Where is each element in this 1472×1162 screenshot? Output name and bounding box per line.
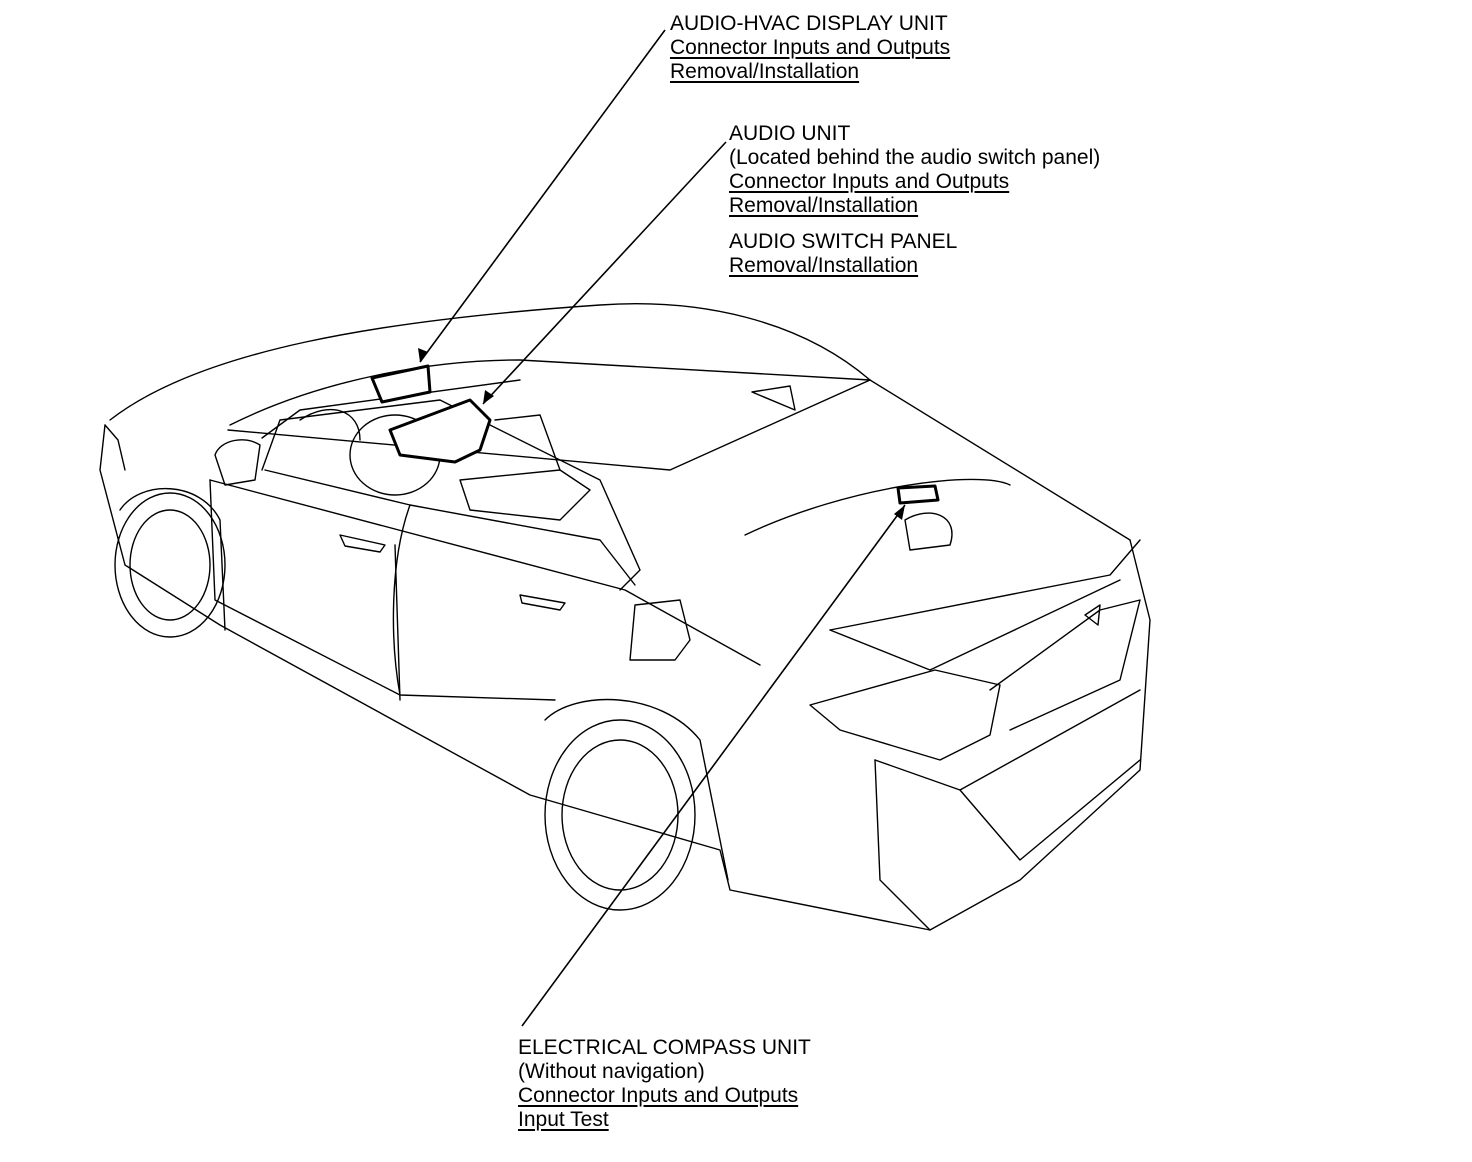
audio-unit-title: AUDIO UNIT	[729, 122, 851, 145]
car-illustration	[99, 303, 1151, 931]
audio-connector-link[interactable]: Connector Inputs and Outputs	[729, 170, 1010, 193]
compass-unit-callout: ELECTRICAL COMPASS UNIT (Without navigat…	[518, 1036, 811, 1132]
hvac-removal-link[interactable]: Removal/Installation	[670, 60, 860, 83]
compass-unit-note: (Without navigation)	[518, 1060, 705, 1083]
compass-unit-shape	[896, 484, 940, 505]
audio-arrowhead	[483, 390, 494, 404]
compass-connector-link[interactable]: Connector Inputs and Outputs	[518, 1084, 799, 1107]
audio-switch-panel-shape	[388, 398, 492, 464]
audio-unit-callout: AUDIO UNIT (Located behind the audio swi…	[729, 122, 1100, 218]
audio-leader-line	[482, 141, 727, 405]
hvac-display-title: AUDIO-HVAC DISPLAY UNIT	[670, 12, 948, 35]
hvac-arrowhead	[418, 348, 428, 362]
hvac-display-callout: AUDIO-HVAC DISPLAY UNIT Connector Inputs…	[670, 12, 950, 84]
switch-removal-link[interactable]: Removal/Installation	[729, 254, 919, 277]
hvac-connector-link[interactable]: Connector Inputs and Outputs	[670, 36, 951, 59]
audio-unit-note: (Located behind the audio switch panel)	[729, 146, 1101, 169]
audio-removal-link[interactable]: Removal/Installation	[729, 194, 919, 217]
compass-arrowhead	[894, 505, 905, 520]
audio-switch-panel-title: AUDIO SWITCH PANEL	[729, 230, 958, 253]
compass-unit-title: ELECTRICAL COMPASS UNIT	[518, 1036, 811, 1059]
compass-input-test-link[interactable]: Input Test	[518, 1108, 609, 1131]
compass-leader-line	[521, 504, 906, 1027]
audio-switch-panel-callout: AUDIO SWITCH PANEL Removal/Installation	[729, 230, 957, 278]
hvac-display-unit-shape	[370, 364, 432, 404]
hvac-leader-line	[419, 29, 666, 363]
